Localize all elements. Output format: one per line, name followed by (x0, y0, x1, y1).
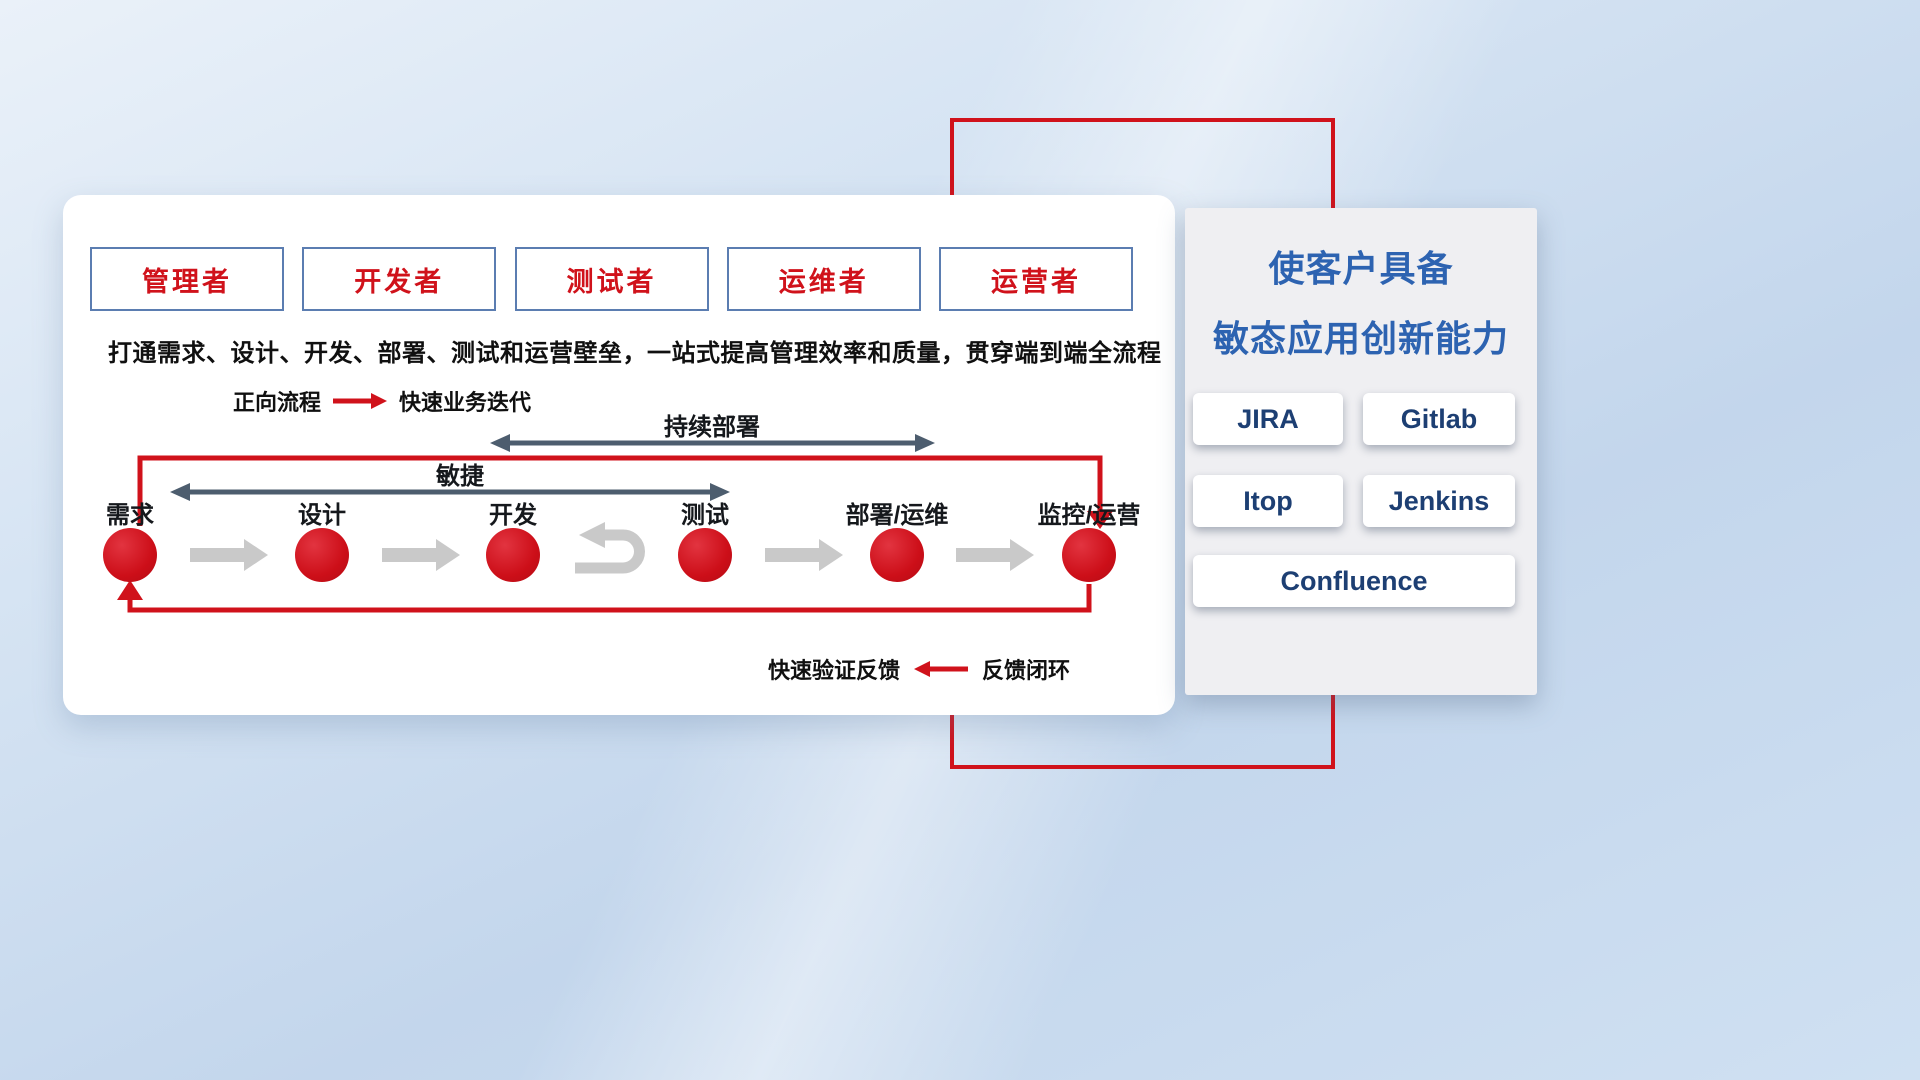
stage-circle-monitor-ops (1062, 528, 1116, 582)
stage-circle-requirements (103, 528, 157, 582)
devops-flow-panel: 管理者 开发者 测试者 运维者 运营者 打通需求、设计、开发、部署、测试和运营壁… (63, 195, 1175, 715)
tool-badge-jenkins: Jenkins (1363, 475, 1515, 527)
flow-diagram-arrows (117, 434, 1113, 613)
feedback-legend: 快速验证反馈 反馈闭环 (768, 653, 1070, 685)
forward-legend-label: 正向流程 (233, 390, 322, 415)
continuous-deploy-label: 持续部署 (664, 414, 760, 441)
feedback-arrow-icon (914, 661, 969, 677)
capability-title-line1: 使客户具备 (1268, 248, 1454, 289)
feedback-legend-label: 快速验证反馈 (768, 658, 901, 683)
iteration-loop-arrowhead (579, 522, 605, 548)
agile-arrow (170, 483, 730, 501)
roles-row: 管理者 开发者 测试者 运维者 运营者 (90, 247, 1133, 311)
role-box-operator: 运营者 (939, 247, 1133, 311)
tool-badge-jira: JIRA (1193, 393, 1343, 445)
capability-title-line2: 敏态应用创新能力 (1212, 318, 1509, 359)
tool-badge-gitlab: Gitlab (1363, 393, 1515, 445)
stage-label-deploy-ops: 部署/运维 (845, 502, 949, 529)
feedback-loop-arrowhead (117, 580, 143, 600)
tool-badge-itop: Itop (1193, 475, 1343, 527)
feedback-loop-line (127, 584, 1092, 613)
role-box-developer: 开发者 (302, 247, 497, 311)
stage-label-requirements: 需求 (106, 502, 154, 529)
continuous-deploy-arrow (490, 434, 935, 452)
role-box-tester: 测试者 (514, 247, 709, 311)
stage-circle-development (486, 528, 540, 582)
feedback-legend-value: 反馈闭环 (982, 658, 1071, 683)
capability-panel: 使客户具备 敏态应用创新能力 JIRA Gitlab Itop Jenkins … (1185, 208, 1537, 695)
forward-flow-line (137, 455, 1103, 526)
stage-circle-design (295, 528, 349, 582)
role-box-manager: 管理者 (90, 247, 284, 311)
flow-subtitle: 打通需求、设计、开发、部署、测试和运营壁垒，一站式提高管理效率和质量，贯穿端到端… (108, 340, 1162, 367)
stage-label-development: 开发 (489, 502, 537, 529)
forward-flow-arrowhead (1087, 511, 1113, 529)
forward-legend: 正向流程 快速业务迭代 (233, 385, 531, 417)
stage-label-monitor-ops: 监控/运营 (1037, 502, 1141, 529)
stage-label-testing: 测试 (681, 502, 729, 529)
iteration-loop-arrow (575, 529, 645, 574)
stage-arrows (190, 539, 1034, 571)
agile-label: 敏捷 (436, 463, 484, 490)
forward-legend-value: 快速业务迭代 (399, 390, 532, 415)
forward-arrow-icon (333, 393, 388, 409)
stage-circle-testing (678, 528, 732, 582)
stage-circle-deploy-ops (870, 528, 924, 582)
tool-badge-confluence: Confluence (1193, 555, 1515, 607)
stage-label-design: 设计 (298, 502, 346, 529)
role-box-ops: 运维者 (726, 247, 921, 311)
